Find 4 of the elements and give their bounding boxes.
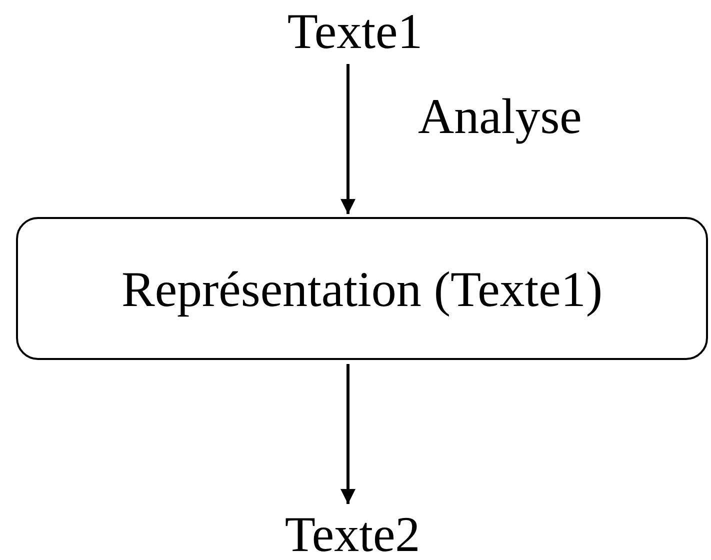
node-label: Texte1 — [287, 2, 423, 60]
box-label: Représentation (Texte1) — [121, 260, 603, 318]
node-label: Texte2 — [284, 504, 420, 560]
rounded-box — [16, 217, 708, 360]
